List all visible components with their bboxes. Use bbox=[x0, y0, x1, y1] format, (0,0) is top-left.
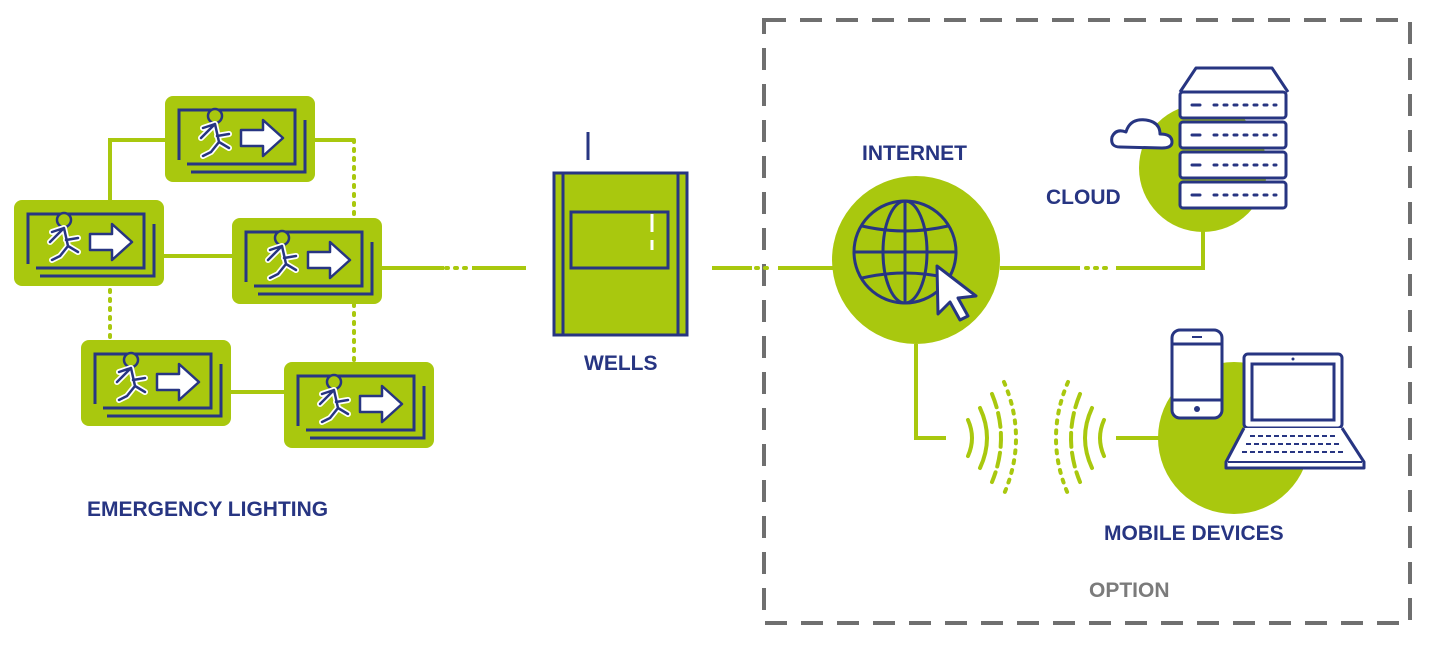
option-boundary bbox=[762, 18, 1412, 625]
exit-sign-icon bbox=[284, 362, 434, 448]
internet-node bbox=[832, 176, 1000, 344]
wells-label: WELLS bbox=[584, 352, 658, 375]
mobile-devices-node bbox=[1158, 328, 1366, 514]
control-panel-icon bbox=[552, 132, 689, 337]
mobile-devices-label: MOBILE DEVICES bbox=[1104, 522, 1284, 545]
globe-icon bbox=[852, 199, 958, 305]
internet-label: INTERNET bbox=[862, 142, 967, 165]
exit-sign-icon bbox=[14, 200, 164, 286]
internet-cloud-wire bbox=[1000, 226, 1205, 270]
smartphone-icon bbox=[1170, 328, 1224, 420]
emergency-lighting-label: EMERGENCY LIGHTING bbox=[87, 498, 328, 521]
laptop-icon bbox=[1224, 352, 1366, 470]
exit-sign-icon bbox=[165, 96, 315, 182]
exit-sign-icon bbox=[81, 340, 231, 426]
exit-sign-icon bbox=[232, 218, 382, 304]
server-icon bbox=[1178, 66, 1290, 210]
cursor-icon bbox=[935, 264, 978, 322]
wifi-signal-icon bbox=[966, 380, 1018, 496]
internet-wireless-wire bbox=[914, 344, 946, 440]
cloud-icon bbox=[1110, 118, 1174, 150]
wifi-signal-icon bbox=[1054, 380, 1106, 496]
cloud-label: CLOUD bbox=[1046, 186, 1121, 209]
lighting-network-wires bbox=[108, 138, 526, 394]
option-label: OPTION bbox=[1089, 579, 1170, 602]
cloud-node bbox=[1110, 66, 1290, 232]
